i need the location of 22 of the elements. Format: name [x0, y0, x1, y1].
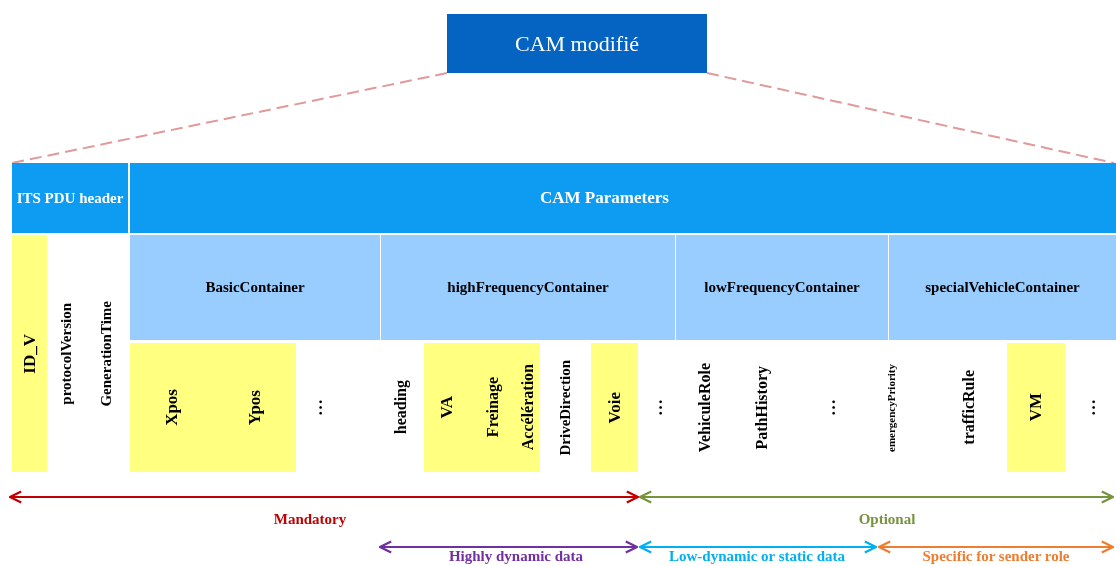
- range-label: Highly dynamic data: [448, 548, 584, 565]
- range-label: Specific for sender role: [922, 548, 1070, 565]
- field-cell: Voie: [591, 343, 638, 472]
- field-cell: Xpos: [130, 343, 213, 472]
- title-box: CAM modifié: [447, 14, 707, 73]
- range-label: Low-dynamic or static data: [669, 548, 845, 565]
- dashed-connector: [706, 72, 1115, 164]
- header-cell: ITS PDU header: [12, 163, 128, 233]
- field-cell: ID_V: [12, 235, 47, 472]
- range-label: Optional: [858, 511, 916, 528]
- field-cell: VA: [424, 343, 470, 472]
- header-cell: BasicContainer: [130, 235, 380, 340]
- range-label: Mandatory: [273, 511, 347, 528]
- field-cell: Freinage: [470, 343, 515, 472]
- dashed-connector: [11, 72, 448, 164]
- field-cell: Ypos: [213, 343, 296, 472]
- header-cell: highFrequencyContainer: [381, 235, 675, 340]
- field-cell: VM: [1007, 343, 1065, 472]
- header-cell: specialVehicleContainer: [889, 235, 1116, 340]
- header-cell: lowFrequencyContainer: [676, 235, 888, 340]
- field-cell: Accélération: [515, 343, 540, 472]
- header-cell: CAM Parameters: [130, 163, 1116, 233]
